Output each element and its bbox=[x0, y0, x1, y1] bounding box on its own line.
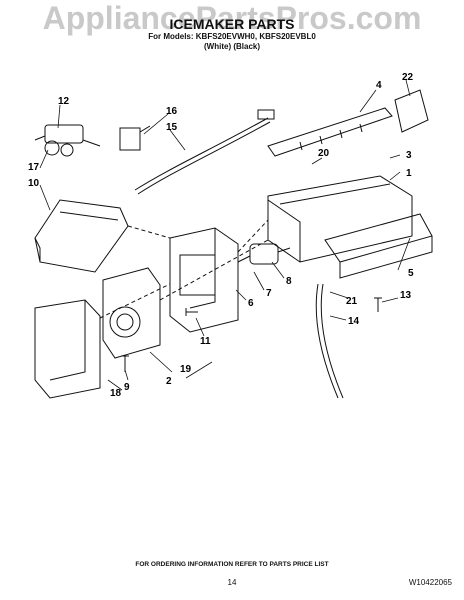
callout-10: 10 bbox=[28, 178, 40, 189]
callout-4: 4 bbox=[376, 80, 382, 91]
callout-17: 17 bbox=[28, 162, 40, 173]
water-valve-part bbox=[34, 124, 101, 157]
callout-8: 8 bbox=[286, 276, 292, 287]
callout-16: 16 bbox=[166, 106, 178, 117]
callout-19: 19 bbox=[180, 364, 192, 375]
control-housing-part bbox=[169, 227, 239, 333]
callout-22: 22 bbox=[402, 72, 414, 83]
callout-9: 9 bbox=[124, 382, 130, 393]
callout-12: 12 bbox=[58, 96, 70, 107]
callout-3: 3 bbox=[406, 150, 412, 161]
shutoff-arm-part bbox=[315, 283, 344, 399]
document-number: W10422065 bbox=[408, 578, 452, 587]
callout-13: 13 bbox=[400, 290, 412, 301]
page-number: 14 bbox=[227, 578, 237, 587]
ejector-part bbox=[267, 107, 393, 157]
fill-cup-part bbox=[394, 89, 429, 133]
screw-parts bbox=[121, 297, 382, 372]
ice-bin-part bbox=[34, 199, 129, 273]
motor-plate-part bbox=[102, 267, 161, 359]
ice-mold-part bbox=[267, 175, 413, 263]
ordering-note: FOR ORDERING INFORMATION REFER TO PARTS … bbox=[135, 561, 329, 568]
page-title: ICEMAKER PARTS bbox=[169, 16, 295, 32]
callout-1: 1 bbox=[406, 168, 412, 179]
models-line: For Models: KBFS20EVWH0, KBFS20EVBL0 bbox=[148, 32, 316, 41]
callout-7: 7 bbox=[266, 288, 272, 299]
colors-line: (White) (Black) bbox=[204, 42, 260, 51]
callout-18: 18 bbox=[110, 388, 122, 399]
callout-21: 21 bbox=[346, 296, 358, 307]
callout-6: 6 bbox=[248, 298, 254, 309]
callout-11: 11 bbox=[200, 336, 211, 347]
callout-14: 14 bbox=[348, 316, 360, 327]
cover-part bbox=[34, 299, 101, 399]
callout-2: 2 bbox=[166, 376, 172, 387]
heater-part bbox=[237, 243, 291, 265]
callout-5: 5 bbox=[408, 268, 414, 279]
callout-15: 15 bbox=[166, 122, 178, 133]
callout-20: 20 bbox=[318, 148, 330, 159]
watermark-text: AppliancePartsPros.com bbox=[42, 0, 422, 36]
stripper-part bbox=[324, 213, 433, 279]
wire-harness-part bbox=[119, 109, 275, 195]
